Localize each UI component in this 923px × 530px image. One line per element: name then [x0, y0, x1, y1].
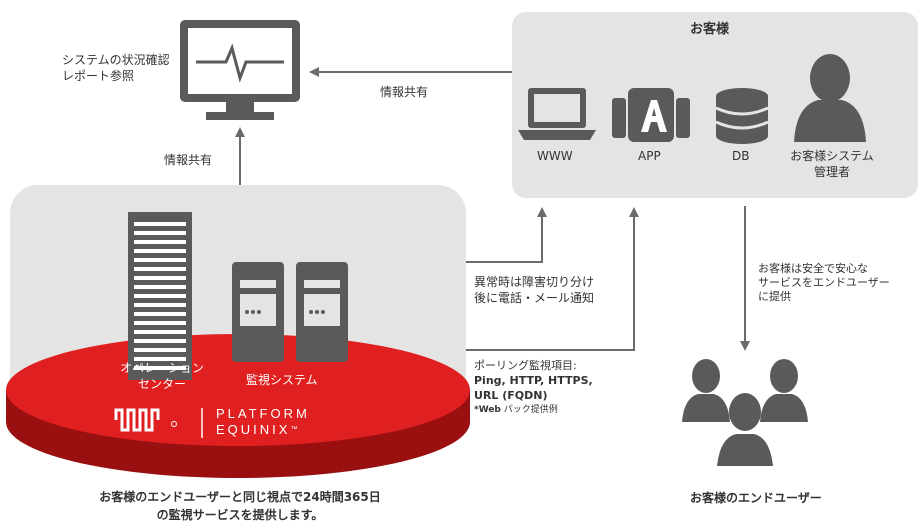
- operation-center-label: オペレーション センター: [110, 360, 214, 392]
- brand-equinix: EQUINIX: [216, 422, 291, 437]
- monitor-label-line2: レポート参照: [62, 69, 135, 83]
- app-icon: [612, 88, 690, 142]
- notify-line2: 後に電話・メール通知: [474, 291, 595, 305]
- building-floor-stripe: [134, 258, 186, 262]
- notify-text: 異常時は障害切り分け 後に電話・メール通知: [474, 274, 594, 306]
- bottom-caption-line2: の監視サービスを提供します。: [156, 508, 324, 522]
- polling-line1: ポーリング監視項目:: [474, 359, 577, 372]
- app-label: APP: [638, 149, 661, 163]
- customer-title: お客様: [690, 22, 730, 37]
- www-label: WWW: [537, 149, 573, 163]
- bottom-caption: お客様のエンドユーザーと同じ視点で24時間365日 の監視サービスを提供します。: [20, 488, 460, 524]
- info-share-label: 情報共有: [380, 85, 429, 99]
- building-floor-stripe: [134, 267, 186, 271]
- polling-pack-label: パック提供例: [500, 405, 558, 415]
- building-floor-stripe: [134, 294, 186, 298]
- customer-panel: [512, 12, 918, 198]
- building-floor-stripe: [134, 303, 186, 307]
- polling-line2: Ping, HTTP, HTTPS,: [474, 374, 593, 387]
- bottom-caption-line1: お客様のエンドユーザーと同じ視点で24時間365日: [99, 490, 381, 504]
- operation-center-building-icon: [128, 212, 192, 380]
- end-users-label: お客様のエンドユーザー: [690, 491, 822, 505]
- safe-text: お客様は安全で安心な サービスをエンドユーザー に提供: [758, 262, 890, 304]
- safe-line3: に提供: [758, 290, 791, 303]
- admin-label: お客様システム 管理者: [784, 148, 880, 180]
- server-icon: [232, 262, 284, 362]
- building-floor-stripe: [134, 330, 186, 334]
- admin-person-icon: [794, 54, 866, 142]
- notify-line1: 異常時は障害切り分け: [474, 275, 595, 289]
- polling-line3: URL (FQDN): [474, 389, 548, 402]
- brand-trademark: ™: [290, 426, 298, 433]
- monitor-label-line1: システムの状況確認: [62, 53, 170, 67]
- brand-line1: PLATFORM: [216, 406, 310, 421]
- end-users-icon: [682, 359, 808, 466]
- building-floor-stripe: [134, 285, 186, 289]
- registered-mark-icon: [171, 421, 177, 427]
- safe-line2: サービスをエンドユーザー: [758, 276, 890, 289]
- building-floor-stripe: [134, 339, 186, 343]
- info-share-label: 情報共有: [164, 153, 213, 167]
- building-floor-stripe: [134, 357, 186, 361]
- building-floor-stripe: [134, 366, 186, 370]
- server-icon: [296, 262, 348, 362]
- building-floor-stripe: [134, 240, 186, 244]
- monitor-icon: [180, 20, 300, 120]
- building-floor-stripe: [134, 231, 186, 235]
- platform-equinix-wordmark: PLATFORM EQUINIX™: [216, 406, 310, 438]
- polling-text: ポーリング監視項目: Ping, HTTP, HTTPS, URL (FQDN)…: [474, 358, 593, 418]
- laptop-icon: [518, 88, 596, 140]
- operation-center-line2: センター: [137, 377, 186, 391]
- monitoring-system-label: 監視システム: [246, 373, 318, 387]
- database-icon: [715, 88, 769, 144]
- monitor-label: システムの状況確認 レポート参照: [62, 52, 170, 84]
- building-floor-stripe: [134, 276, 186, 280]
- polling-line4: *Web パック提供例: [474, 403, 593, 418]
- building-floor-stripe: [134, 348, 186, 352]
- arrow-polling: [466, 207, 639, 351]
- building-floor-stripe: [134, 222, 186, 226]
- db-label: DB: [732, 149, 750, 163]
- polling-web-label: *Web: [474, 405, 501, 415]
- arrow-notify: [466, 207, 547, 263]
- safe-line1: お客様は安全で安心な: [758, 262, 868, 275]
- brand-line2: EQUINIX™: [216, 422, 310, 438]
- operation-center-line1: オペレーション: [120, 361, 204, 375]
- building-floor-stripe: [134, 312, 186, 316]
- building-floor-stripe: [134, 321, 186, 325]
- equinix-logo-icon: [114, 408, 160, 432]
- building-floor-stripe: [134, 249, 186, 253]
- admin-label-line2: 管理者: [813, 165, 850, 179]
- admin-label-line1: お客様システム: [790, 149, 874, 163]
